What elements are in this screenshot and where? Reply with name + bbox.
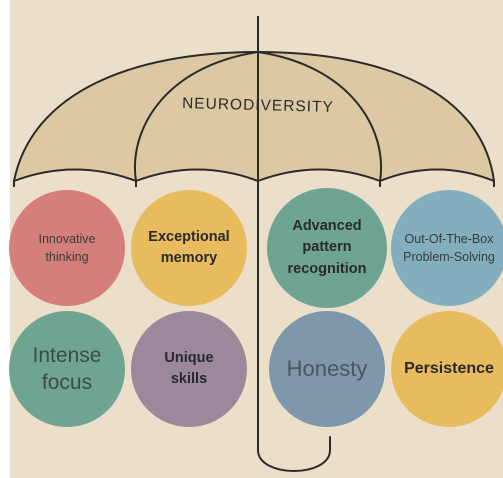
trait-label: Unique skills bbox=[164, 349, 214, 387]
trait-label: Exceptional memory bbox=[148, 228, 230, 266]
trait-innovative-thinking: Innovative thinking bbox=[9, 190, 125, 306]
trait-exceptional-memory: Exceptional memory bbox=[131, 190, 247, 306]
trait-label: Intense focus bbox=[32, 343, 102, 394]
trait-intense-focus: Intense focus bbox=[9, 311, 125, 427]
left-margin-strip bbox=[0, 0, 10, 478]
umbrella-rib-right bbox=[257, 51, 382, 182]
trait-out-of-the-box: Out-Of-The-Box Problem-Solving bbox=[391, 190, 503, 306]
umbrella-handle bbox=[257, 436, 331, 472]
trait-persistence: Persistence bbox=[391, 311, 503, 427]
trait-label: Honesty bbox=[286, 356, 368, 381]
diagram-title: NEURODIVERSITY bbox=[182, 95, 334, 116]
umbrella-canopy bbox=[13, 51, 495, 182]
trait-label: Innovative thinking bbox=[38, 231, 96, 264]
trait-label: Persistence bbox=[404, 360, 494, 377]
trait-label: Out-Of-The-Box Problem-Solving bbox=[403, 231, 495, 264]
trait-label: Advanced pattern recognition bbox=[287, 218, 367, 277]
trait-advanced-pattern-recognition: Advanced pattern recognition bbox=[267, 188, 387, 308]
trait-unique-skills: Unique skills bbox=[131, 311, 247, 427]
umbrella-rib-left bbox=[134, 51, 259, 182]
trait-honesty: Honesty bbox=[269, 311, 385, 427]
